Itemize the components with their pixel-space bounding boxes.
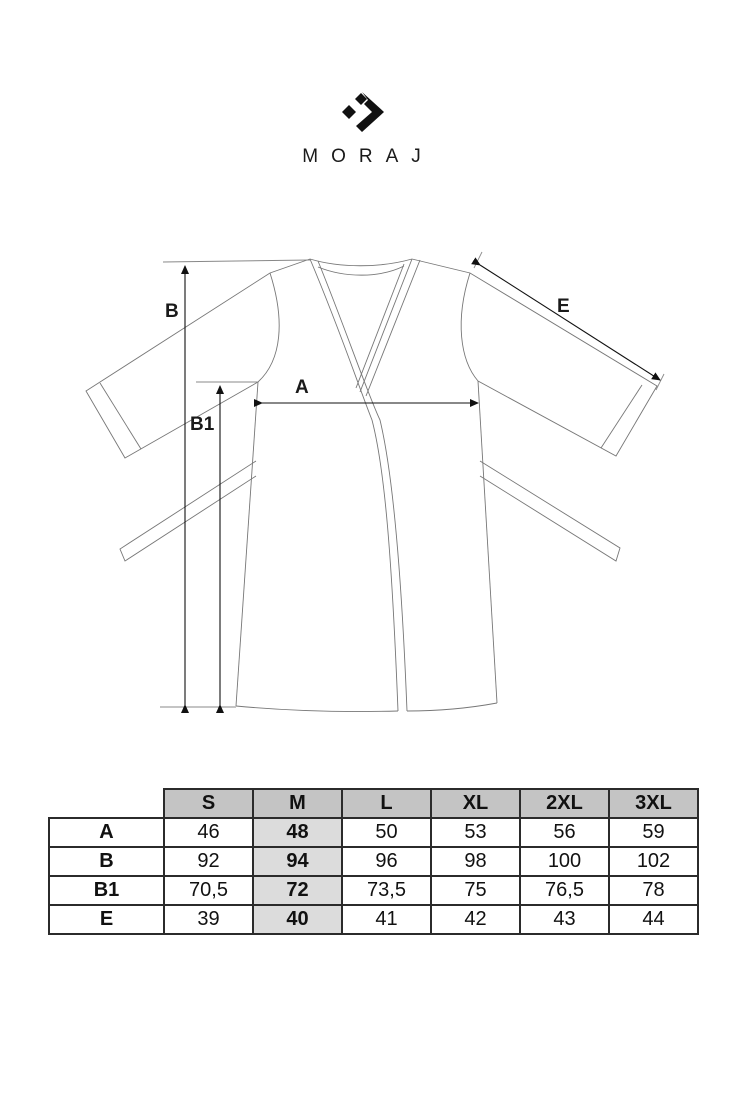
table-cell: 56: [519, 817, 610, 848]
table-cell: 44: [608, 904, 699, 935]
table-cell: 42: [430, 904, 521, 935]
table-cell: 96: [341, 846, 432, 877]
size-header-3xl: 3XL: [608, 788, 699, 819]
dimension-label-a: A: [295, 377, 309, 398]
dimension-label-e: E: [557, 296, 570, 317]
dimension-label-b: B: [165, 301, 179, 322]
size-chart-table: S M L XL 2XL 3XL A 46 48 50 53 56 59 B 9…: [48, 788, 699, 935]
table-cell: 59: [608, 817, 699, 848]
table-corner-cell: [49, 789, 165, 819]
row-label: B1: [48, 875, 165, 906]
row-label: A: [48, 817, 165, 848]
table-cell: 53: [430, 817, 521, 848]
table-cell-highlighted: 40: [252, 904, 343, 935]
size-header-l: L: [341, 788, 432, 819]
table-cell: 46: [163, 817, 254, 848]
table-cell: 41: [341, 904, 432, 935]
table-cell-highlighted: 48: [252, 817, 343, 848]
row-label: E: [48, 904, 165, 935]
table-row-a: A 46 48 50 53 56 59: [48, 817, 699, 848]
table-cell: 102: [608, 846, 699, 877]
table-cell: 73,5: [341, 875, 432, 906]
moraj-logo-mark-icon: [342, 92, 384, 132]
size-header-m: M: [252, 788, 343, 819]
table-cell: 70,5: [163, 875, 254, 906]
table-cell: 92: [163, 846, 254, 877]
table-cell-highlighted: 94: [252, 846, 343, 877]
row-label: B: [48, 846, 165, 877]
size-header-xl: XL: [430, 788, 521, 819]
size-header-s: S: [163, 788, 254, 819]
table-cell: 75: [430, 875, 521, 906]
dimension-label-b1: B1: [190, 414, 215, 435]
table-cell: 76,5: [519, 875, 610, 906]
table-cell: 98: [430, 846, 521, 877]
table-row-b: B 92 94 96 98 100 102: [48, 846, 699, 877]
robe-technical-drawing: [85, 251, 665, 713]
table-cell: 100: [519, 846, 610, 877]
table-cell: 50: [341, 817, 432, 848]
table-cell: 43: [519, 904, 610, 935]
table-row-e: E 39 40 41 42 43 44: [48, 904, 699, 935]
size-header-2xl: 2XL: [519, 788, 610, 819]
brand-logo: MORAJ: [0, 92, 730, 168]
table-row-b1: B1 70,5 72 73,5 75 76,5 78: [48, 875, 699, 906]
table-cell: 78: [608, 875, 699, 906]
table-header-row: S M L XL 2XL 3XL: [49, 788, 699, 819]
brand-name: MORAJ: [302, 146, 434, 167]
table-cell: 39: [163, 904, 254, 935]
table-cell-highlighted: 72: [252, 875, 343, 906]
